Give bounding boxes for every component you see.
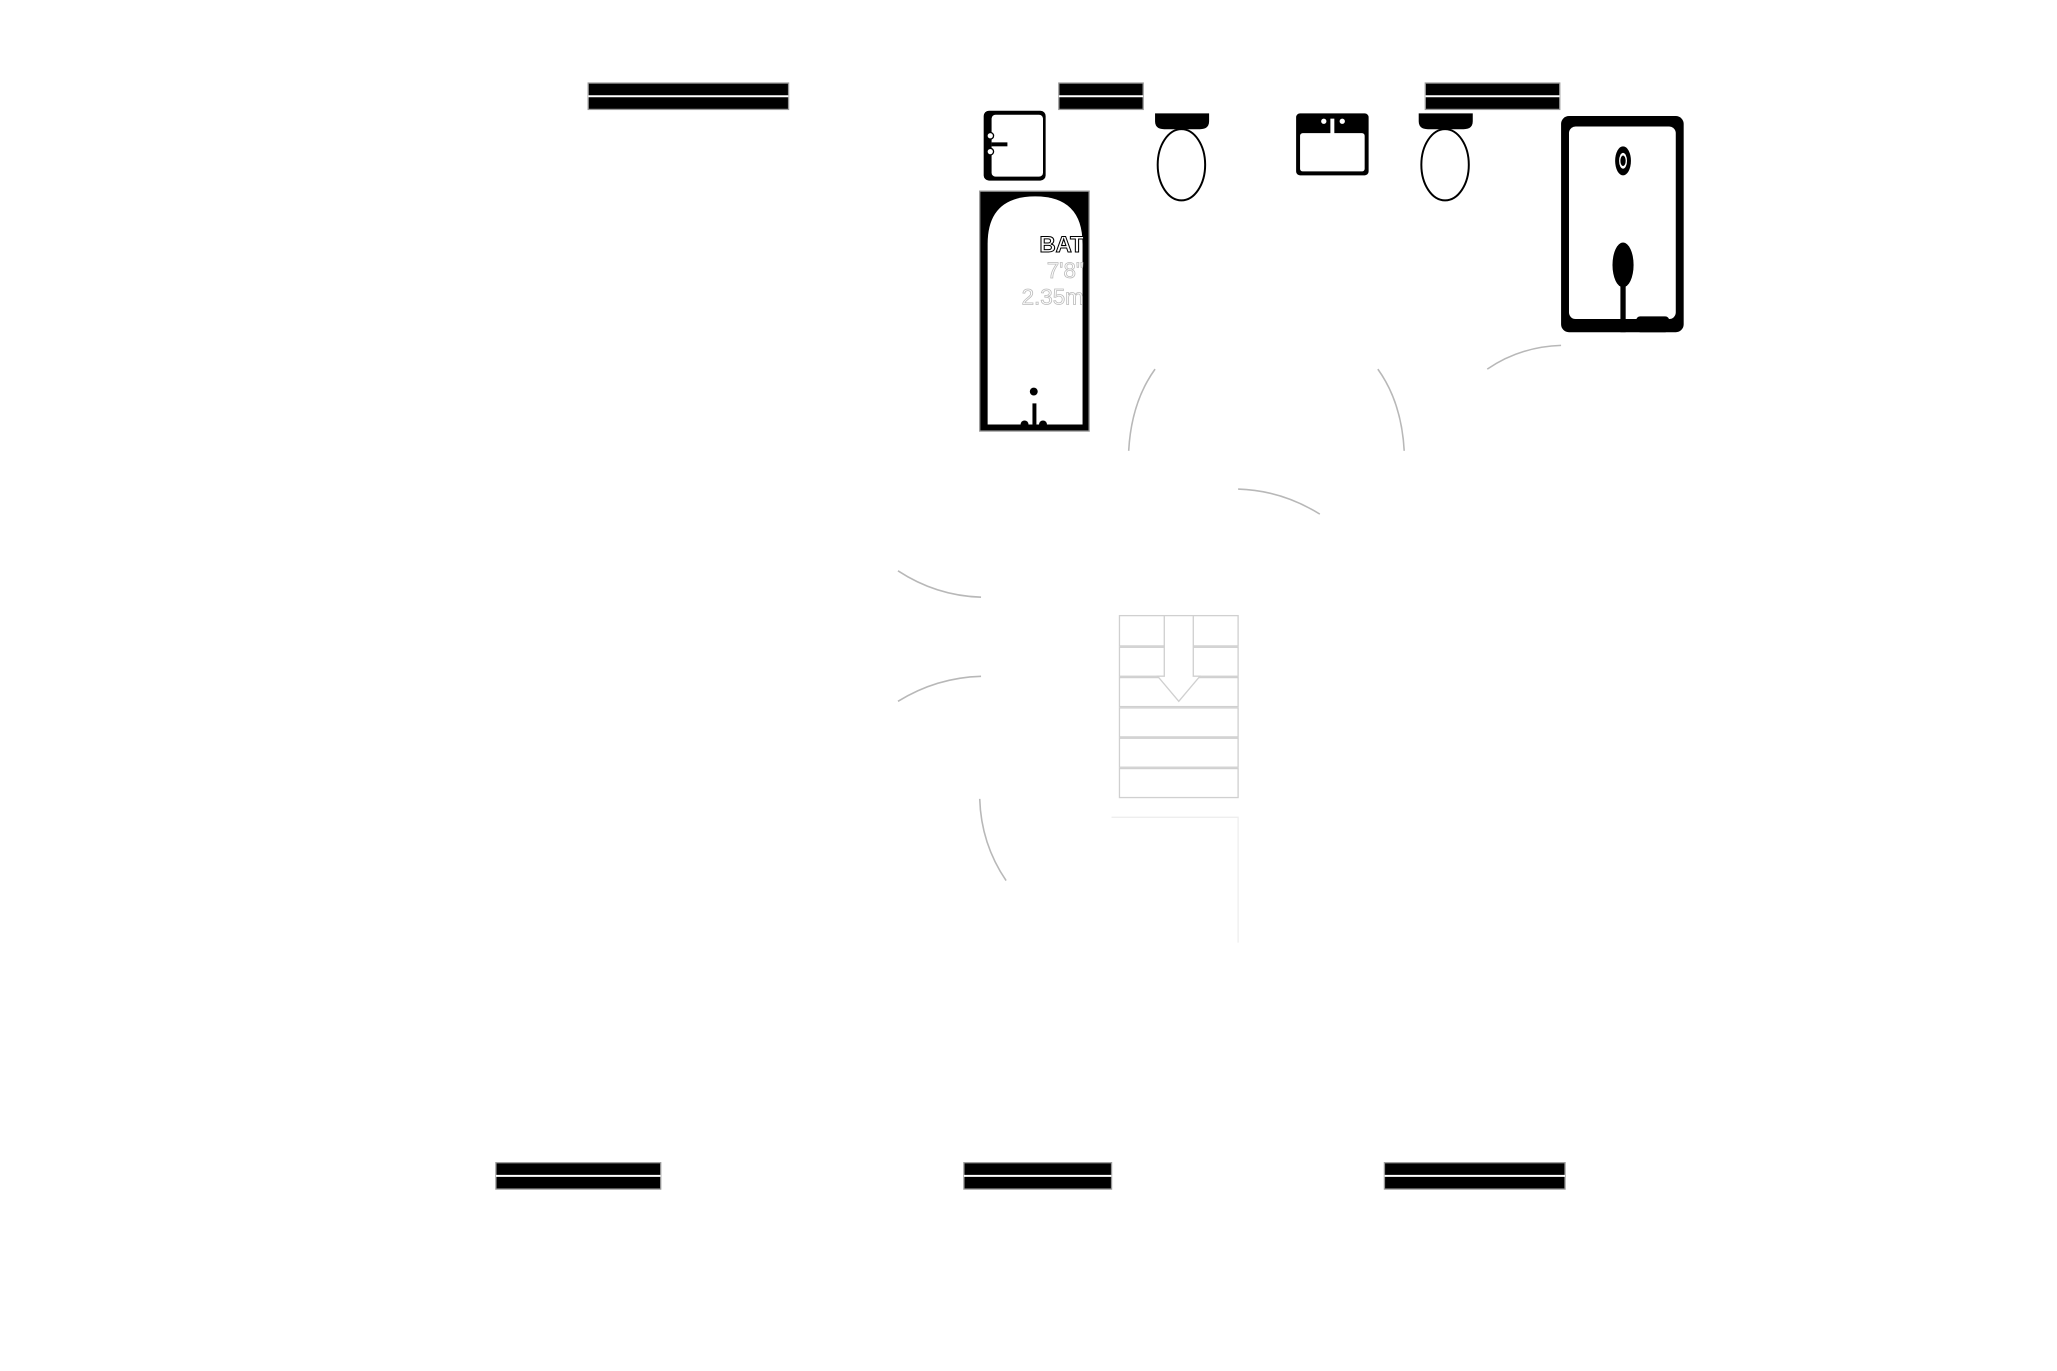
window: [1383, 1162, 1566, 1190]
sink-icon: [1296, 113, 1369, 176]
shower-icon: [1561, 116, 1684, 333]
toilet-icon: [1418, 113, 1473, 202]
door-swing: [1238, 488, 1321, 515]
door-swing: [1486, 344, 1562, 370]
window: [587, 82, 790, 111]
door-swing: [897, 570, 982, 598]
sink-icon: [983, 110, 1046, 181]
stairs: [1111, 614, 1239, 943]
door-swing: [1127, 368, 1156, 451]
bathtub-icon: BAT 7'8" 2.35m: [979, 190, 1090, 432]
toilet-icon: [1155, 113, 1210, 202]
window: [495, 1162, 662, 1190]
window: [1058, 82, 1144, 111]
door-swing: [897, 675, 982, 702]
door-swing: [978, 798, 1007, 882]
stairs-arrow-icon: [1156, 614, 1202, 703]
window: [963, 1162, 1113, 1190]
room-size-metric: 2.35m: [1022, 285, 1084, 310]
window: [1424, 82, 1561, 111]
room-name: BAT: [1039, 232, 1084, 257]
room-size-imperial: 7'8": [1047, 258, 1084, 283]
door-swing: [1377, 368, 1405, 451]
